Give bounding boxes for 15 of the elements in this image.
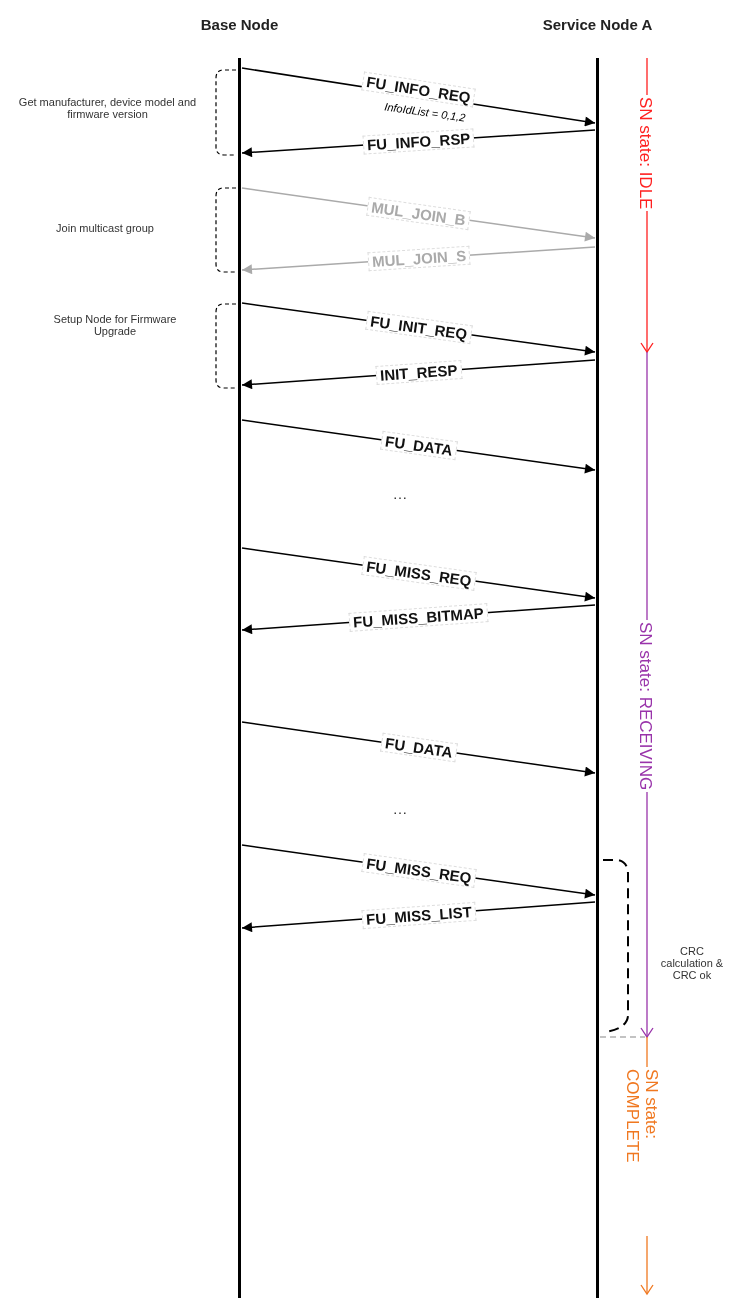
note-text: Setup Node for Firmware Upgrade [52, 313, 178, 337]
message-label: FU_DATA [379, 732, 458, 763]
ellipsis: … [391, 485, 409, 502]
message-label: FU_DATA [379, 430, 458, 460]
message-label: MUL_JOIN_B [366, 196, 471, 230]
lifeline-title: Base Node [200, 16, 279, 33]
ellipsis: … [391, 800, 409, 817]
message-label: INIT_RESP [374, 360, 462, 385]
message-label: MUL_JOIN_S [367, 245, 471, 272]
lifeline-title: Service Node A [542, 16, 653, 33]
message-label: FU_MISS_LIST [360, 901, 476, 929]
message-label: FU_INFO_RSP [362, 128, 475, 155]
note-text: Get manufacturer, device model and firmware version [17, 96, 198, 120]
note-text: Join multicast group [55, 222, 155, 234]
message-label: FU_MISS_BITMAP [348, 603, 489, 632]
